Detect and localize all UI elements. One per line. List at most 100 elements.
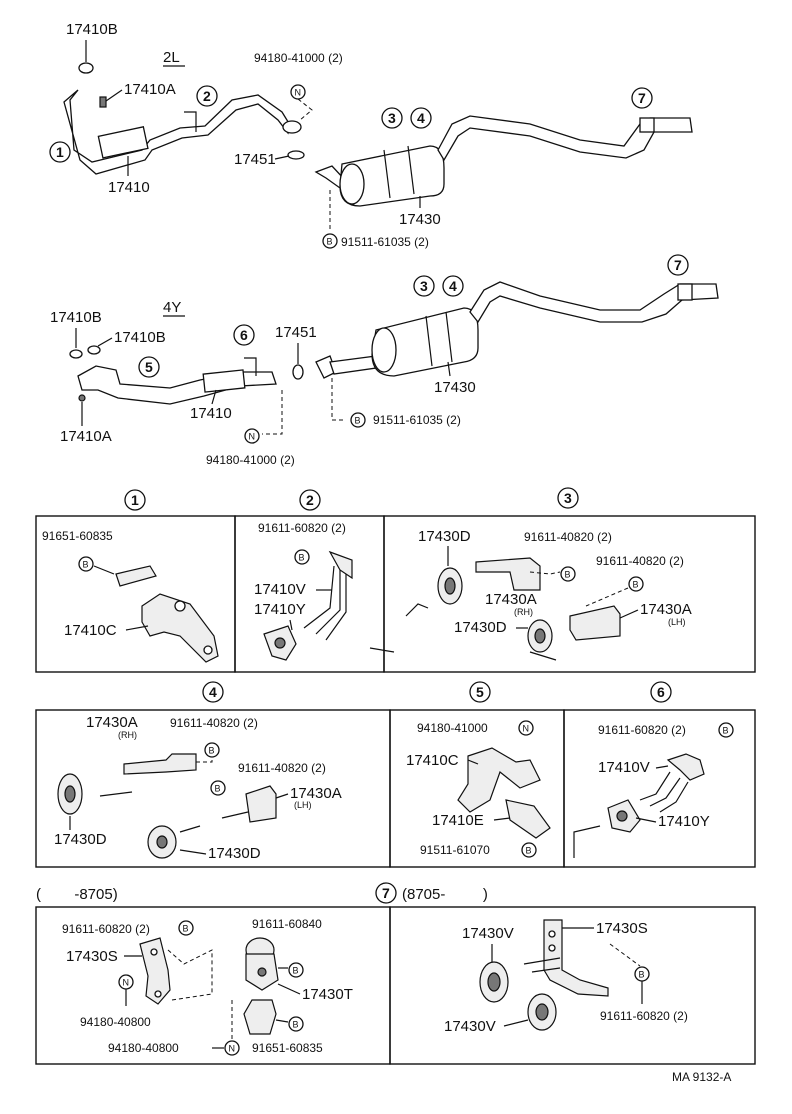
detail-7b-b-text: B	[639, 970, 645, 980]
gasket-17410b	[78, 62, 94, 74]
label-17451: 17451	[234, 151, 276, 168]
detail-7a-label-3: 94180-40800	[80, 1015, 151, 1029]
detail-box-3: 3 17430D 91611-40820 (2) B 91611-40820 (…	[383, 487, 756, 673]
symbol-b-4y-text: B	[355, 416, 361, 426]
label-94180-41000-4y: 94180-41000 (2)	[206, 453, 295, 467]
detail-7b-label-4: 91611-60820 (2)	[600, 1009, 688, 1023]
detail-6-plate	[666, 753, 705, 781]
detail-7b-rods	[523, 957, 561, 973]
symbol-b-4y	[350, 412, 366, 428]
detail-7a-n2-text: N	[229, 1044, 236, 1054]
detail-4-b2-text: B	[215, 784, 221, 794]
detail-6-symbol-b	[718, 722, 734, 738]
detail-4-label-2: 91611-40820 (2)	[170, 716, 258, 730]
detail-7a-range: ( -8705)	[36, 886, 118, 903]
symbol-n-4y-text: N	[249, 432, 256, 442]
callout-2-text: 2	[203, 88, 211, 104]
detail-4-label-1-side: (RH)	[118, 730, 137, 740]
detail-7a-label-5: 17430T	[302, 986, 353, 1003]
flange-2l	[282, 120, 302, 134]
detail-4-label-1: 17430A	[86, 714, 138, 731]
detail-4-b1-text: B	[209, 746, 215, 756]
callout-5	[138, 356, 160, 378]
gasket-17451	[287, 150, 305, 160]
callout-7-mid	[667, 254, 689, 276]
label-17430-mid: 17430	[434, 379, 476, 396]
label-17410-4y: 17410	[190, 405, 232, 422]
detail-2-callout	[299, 489, 321, 511]
detail-7a-b3-text: B	[293, 1020, 299, 1030]
detail-5-n-text: N	[523, 724, 530, 734]
nut-17410a	[99, 96, 107, 108]
detail-2-rods	[303, 565, 347, 641]
tail-pipe-4y	[469, 281, 719, 324]
detail-3-callout	[557, 487, 579, 509]
front-pipe-sleeve-4y	[202, 369, 246, 393]
detail-4-label-6: 17430D	[208, 845, 261, 862]
callout-6	[233, 324, 255, 346]
detail-7-callout-text: 7	[382, 885, 390, 901]
callout-5-text: 5	[145, 359, 153, 375]
callout-6-text: 6	[240, 327, 248, 343]
detail-5-label-3: 17410E	[432, 812, 484, 829]
detail-5-callout	[469, 681, 491, 703]
detail-7a-n1-text: N	[123, 978, 130, 988]
detail-6-label-1: 91611-60820 (2)	[598, 723, 686, 737]
callout-4-mid	[442, 275, 464, 297]
detail-7a-b2-text: B	[293, 966, 299, 976]
detail-1-clamp	[115, 565, 157, 587]
detail-3-label-6: 17430D	[454, 619, 507, 636]
detail-3-label-4-side: (RH)	[514, 607, 533, 617]
detail-7a-label-2: 17430S	[66, 948, 118, 965]
label-91511-61035-mid: 91511-61035 (2)	[373, 413, 461, 427]
detail-4-label-4: 17430A	[290, 785, 342, 802]
detail-6-label-2: 17410V	[598, 759, 650, 776]
detail-7a-label-4: 91611-60840	[252, 917, 322, 931]
label-17410b: 17410B	[66, 21, 118, 38]
detail-box-7a: 91611-60820 (2) B 17430S N 94180-40800 9…	[35, 906, 391, 1065]
front-pipe-sleeve	[97, 126, 149, 159]
detail-1-callout	[124, 489, 146, 511]
detail-7a-label-7: 91651-60835	[252, 1041, 323, 1055]
detail-1-callout-text: 1	[131, 492, 139, 508]
detail-6-callout	[650, 681, 672, 703]
gasket-17451-4y	[292, 364, 304, 380]
tail-clamp-2l	[639, 117, 655, 133]
detail-2-label-1: 91611-60820 (2)	[258, 521, 346, 535]
label-17410: 17410	[108, 179, 150, 196]
detail-7a-bracket-s	[139, 937, 171, 1005]
callout-1-text: 1	[56, 144, 64, 160]
detail-6-b-text: B	[723, 726, 729, 736]
detail-box-6: 6 91611-60820 (2) B 17410V 17410Y	[563, 681, 756, 868]
detail-1-b-text: B	[83, 560, 89, 570]
detail-4-symbol-b-2	[210, 780, 226, 796]
detail-7a-symbol-b-1	[178, 920, 194, 936]
detail-4-callout	[202, 681, 224, 703]
detail-4-label-5: 17430D	[54, 831, 107, 848]
detail-4-symbol-b-1	[204, 742, 220, 758]
detail-5-symbol-n	[518, 720, 534, 736]
detail-3-label-5: 17430A	[640, 601, 692, 618]
engine-label-4y: 4Y	[163, 299, 181, 316]
detail-7b-label-1: 17430V	[462, 925, 514, 942]
detail-box-2: 2 91611-60820 (2) B 17410V 17410Y	[234, 489, 395, 673]
detail-4-label-4-side: (LH)	[294, 800, 312, 810]
detail-6-label-3: 17410Y	[658, 813, 710, 830]
detail-7a-clamp	[243, 999, 277, 1035]
front-pipe-bracket	[184, 111, 197, 132]
detail-3-symbol-b-2	[628, 576, 644, 592]
detail-box-7b: 17430V 17430S B 91611-60820 (2) 17430V	[389, 906, 756, 1065]
front-pipe-bracket-4y	[244, 357, 257, 376]
detail-3-b2-text: B	[633, 580, 639, 590]
detail-2-b-text: B	[299, 553, 305, 563]
detail-3-bracket-lh	[569, 605, 621, 641]
detail-2-label-2: 17410V	[254, 581, 306, 598]
callout-7-top	[631, 87, 653, 109]
callout-7-text: 7	[638, 90, 646, 106]
callout-3-top	[381, 107, 403, 129]
detail-1-label-1: 91651-60835	[42, 529, 113, 543]
detail-4-bracket-rh	[123, 753, 197, 775]
detail-2-plate	[328, 550, 353, 580]
detail-4-bracket-lh	[245, 785, 277, 823]
